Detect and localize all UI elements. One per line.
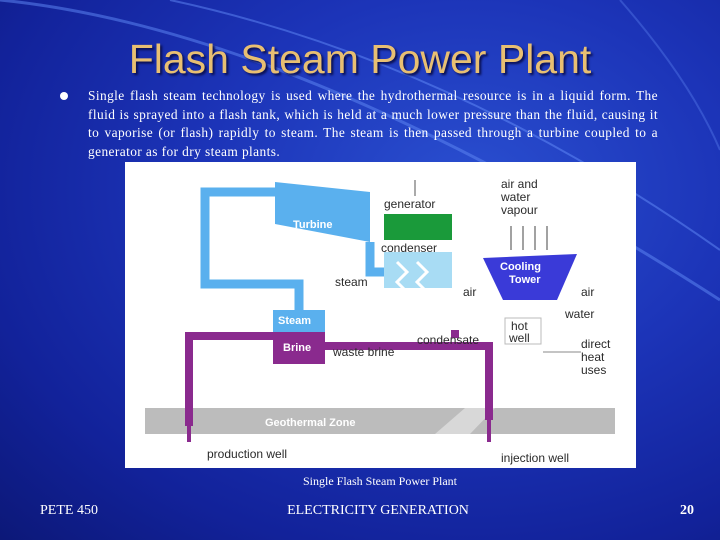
steam-tank-top (273, 310, 325, 332)
footer-course: PETE 450 (40, 503, 98, 518)
air-label-right: air (581, 285, 594, 299)
condenser-label: condenser (381, 241, 437, 255)
direct-heat-uses-label-3: uses (581, 363, 606, 377)
cooling-tower-label-2: Tower (509, 274, 541, 286)
hot-well (504, 317, 542, 345)
slide-title: Flash Steam Power Plant (128, 36, 592, 82)
bullet-icon (60, 92, 68, 100)
condensate-label: condensate (417, 333, 479, 347)
turbine (275, 182, 370, 242)
condenser-coil-icon (414, 260, 430, 294)
waste-brine-label: waste brine (332, 345, 395, 359)
air-water-vapour-label-1: air and (501, 177, 538, 191)
geothermal-zone-label: Geothermal Zone (265, 417, 355, 429)
brine-pipes (185, 330, 493, 426)
bullet-text: Single flash steam technology is used wh… (88, 88, 658, 159)
generator-label: generator (384, 197, 435, 211)
footer-topic: ELECTRICITY GENERATION (287, 503, 469, 518)
turbine-label: Turbine (293, 219, 333, 231)
geothermal-zone-stripe (435, 408, 495, 434)
hot-well-label-1: hot (511, 319, 528, 333)
steam-label: steam (335, 275, 368, 289)
air-water-vapour-label-2: water (500, 190, 530, 204)
diagram-caption: Single Flash Steam Power Plant (303, 474, 457, 488)
geothermal-zone-band (145, 408, 615, 434)
steam-tank-label: Steam (278, 315, 311, 327)
production-well-label: production well (207, 447, 287, 461)
flash-steam-diagram: Steam Brine Turbine generator condenser … (125, 162, 636, 468)
air-label-left: air (463, 285, 476, 299)
cooling-tower (483, 254, 577, 300)
brine-tank-bottom (273, 332, 325, 364)
condenser-coil-icon (394, 260, 410, 294)
generator (384, 214, 452, 240)
brine-label: Brine (283, 342, 311, 354)
injection-well-label: injection well (501, 451, 569, 465)
water-label: water (564, 307, 594, 321)
hot-well-label-2: well (508, 331, 530, 345)
direct-heat-uses-label-1: direct (581, 337, 611, 351)
air-water-vapour-label-3: vapour (501, 203, 538, 217)
vapour-arrows-icon (510, 226, 548, 250)
cooling-tower-label-1: Cooling (500, 261, 541, 273)
page-number: 20 (680, 503, 694, 518)
direct-heat-uses-label-2: heat (581, 350, 605, 364)
